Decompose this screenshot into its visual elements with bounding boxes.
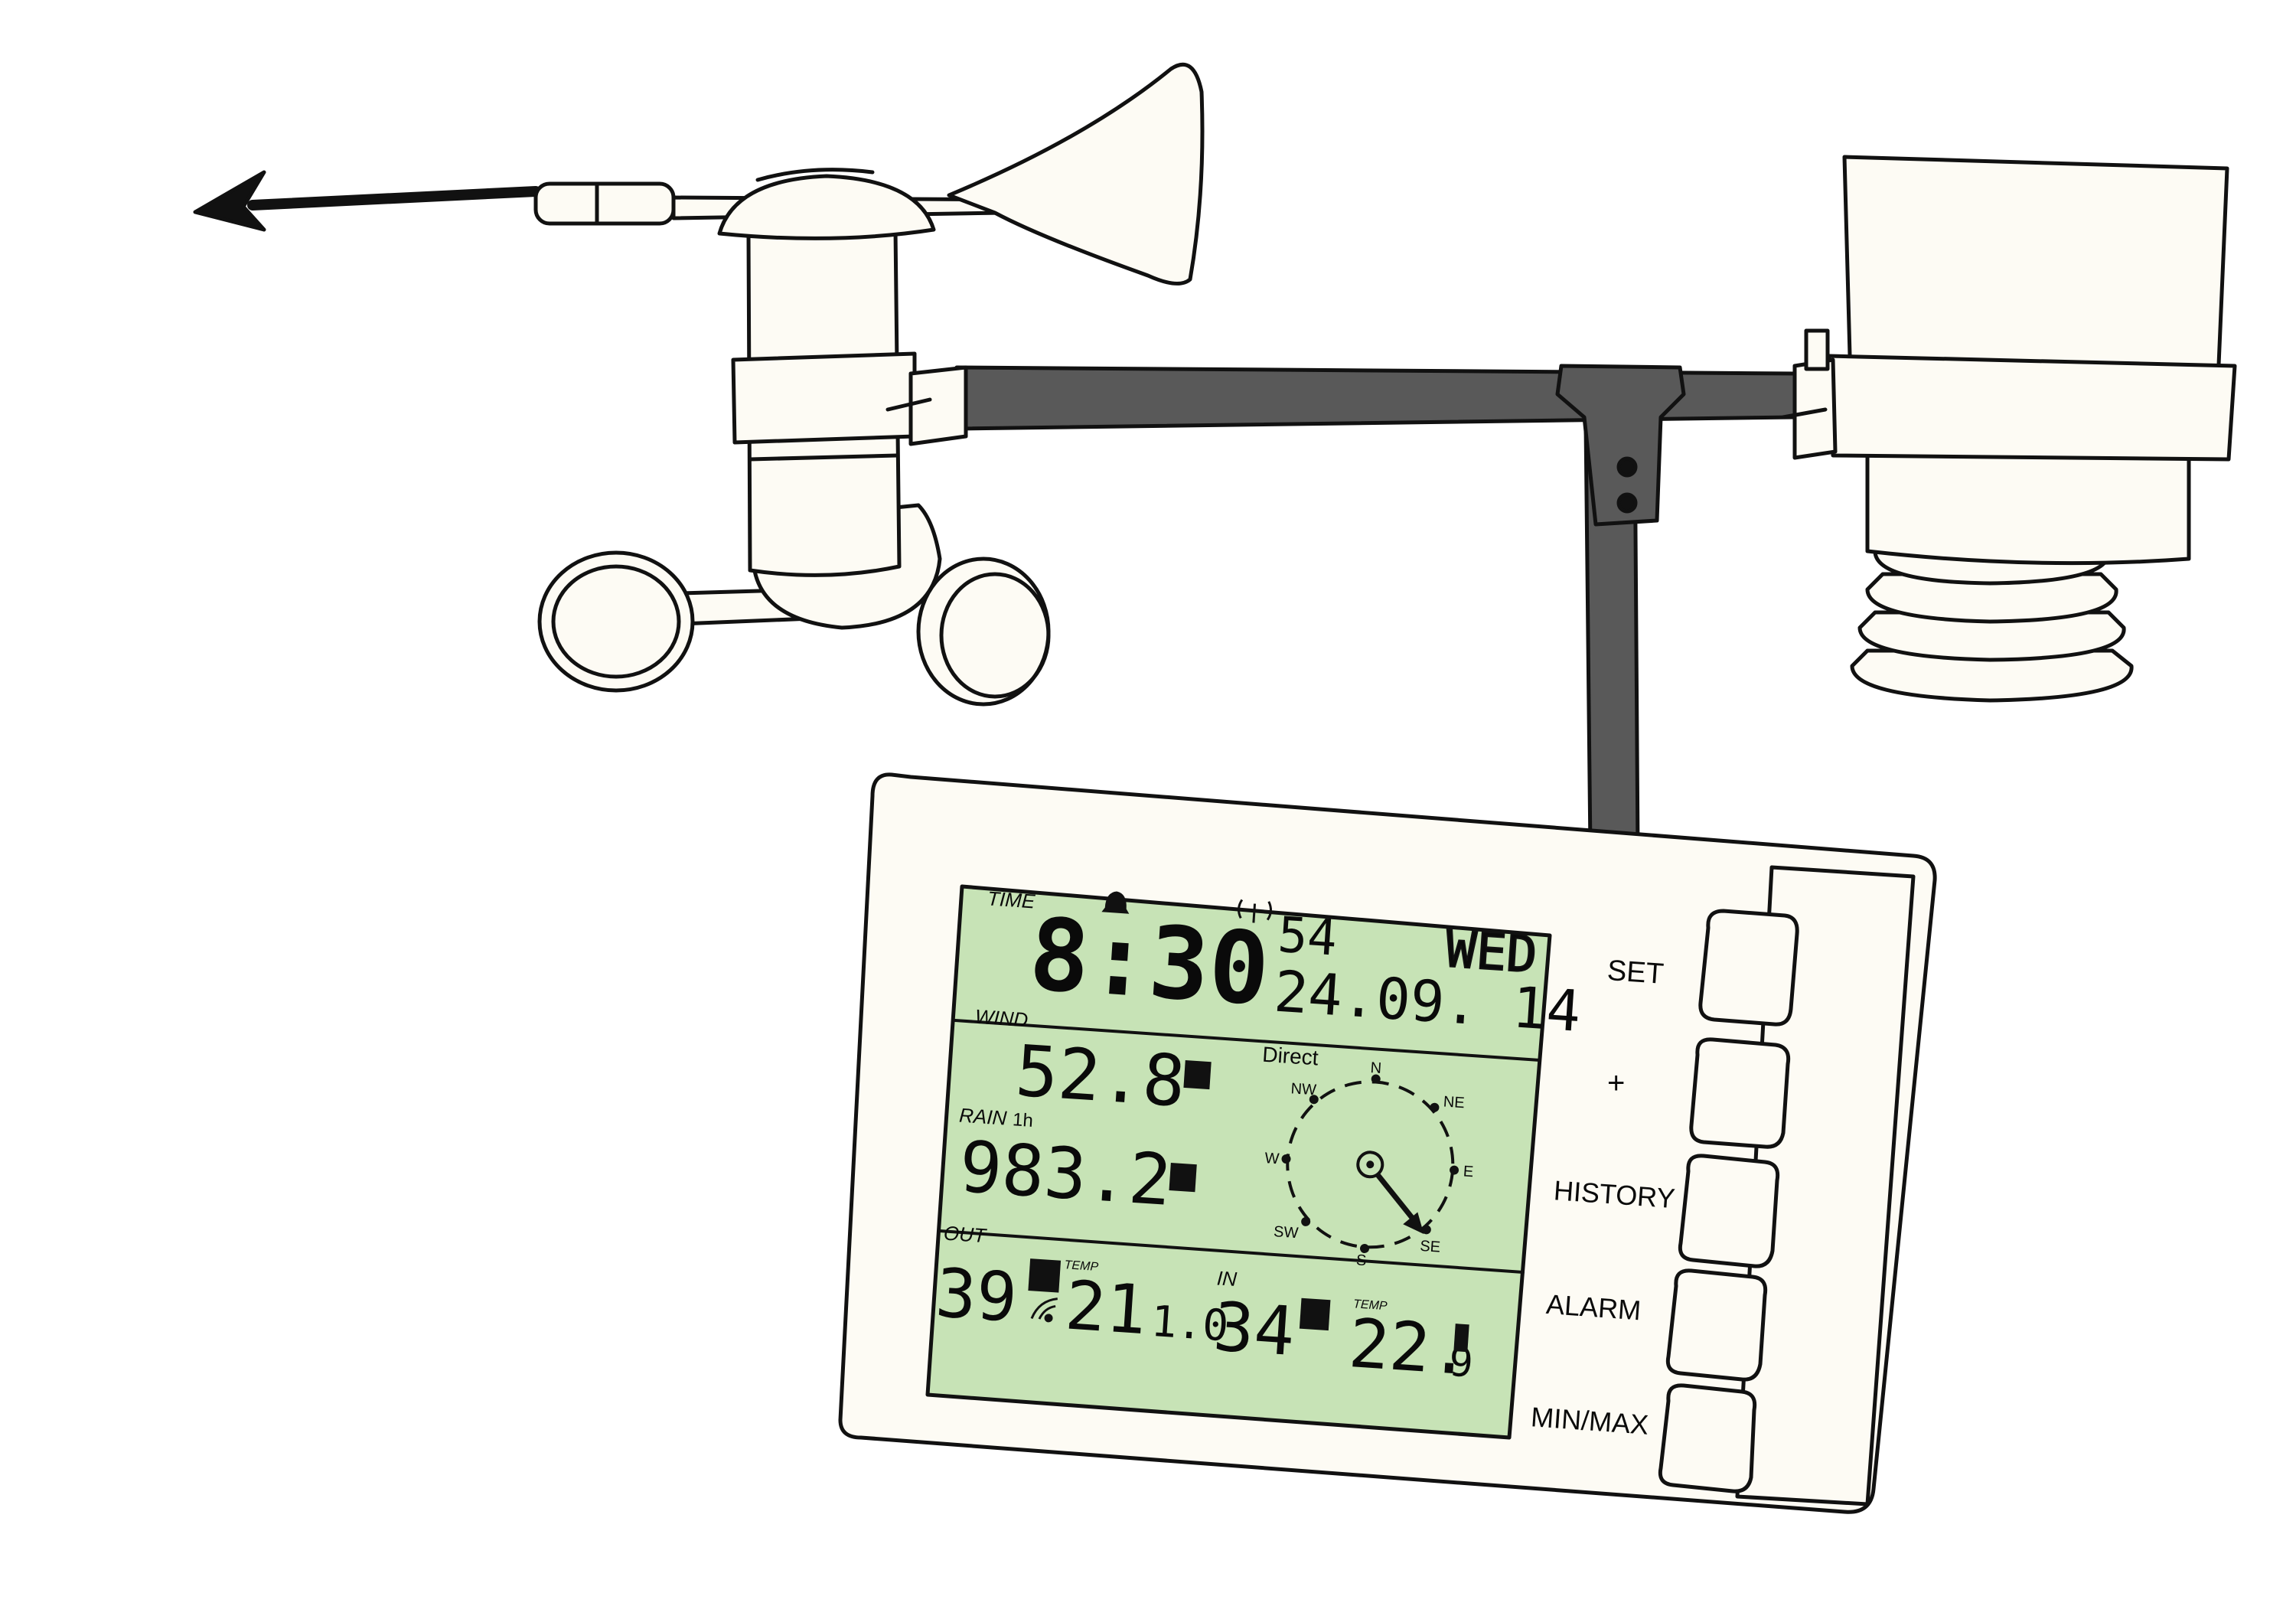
rain-readout: 983.2 xyxy=(957,1126,1173,1222)
in-humidity-readout: 34 xyxy=(1211,1287,1297,1371)
wind-vane-arrow-icon xyxy=(193,62,1205,286)
alarm-bell-icon xyxy=(1101,891,1130,914)
plus-label: + xyxy=(1607,1066,1625,1100)
out-temp-readout: 21 xyxy=(1063,1265,1150,1350)
in-label: IN xyxy=(1216,1266,1238,1291)
out-temp-label: TEMP xyxy=(1064,1258,1099,1274)
compass-ne: NE xyxy=(1443,1093,1465,1111)
compass-sw: SW xyxy=(1273,1223,1299,1242)
alarm-button[interactable] xyxy=(1665,1268,1768,1382)
alarm-label: ALARM xyxy=(1545,1288,1642,1327)
min-max-button[interactable] xyxy=(1658,1383,1757,1493)
t-joint-bracket xyxy=(1555,364,1686,527)
wind-direction-arrow-icon xyxy=(1375,1172,1424,1235)
anemometer-housing xyxy=(537,168,1051,707)
out-temp-decimal: 1.0 xyxy=(1150,1297,1230,1352)
weekday-readout: WED xyxy=(1444,919,1539,984)
wind-speed-readout: 52.8 xyxy=(1013,1030,1188,1122)
seconds-readout: 54 xyxy=(1276,907,1339,968)
set-button[interactable] xyxy=(1698,909,1799,1027)
radio-signal-icon xyxy=(1238,899,1272,923)
direction-label: Direct xyxy=(1262,1043,1319,1070)
rain-label: RAIN xyxy=(958,1104,1007,1130)
wind-label: WIND xyxy=(974,1005,1029,1032)
history-button[interactable] xyxy=(1678,1154,1780,1268)
set-label: SET xyxy=(1606,955,1665,991)
plus-button[interactable] xyxy=(1689,1037,1791,1149)
compass-se: SE xyxy=(1420,1238,1441,1256)
out-label: OUT xyxy=(943,1222,988,1248)
compass-nw: NW xyxy=(1290,1080,1317,1098)
wireless-signal-icon xyxy=(1030,1297,1058,1323)
compass-s: S xyxy=(1355,1252,1367,1269)
wind-compass: N NE E SE S SW W NW xyxy=(1264,1059,1474,1269)
out-humidity-readout: 39 xyxy=(934,1253,1020,1337)
in-temp-readout: 22. xyxy=(1346,1304,1473,1390)
compass-e: E xyxy=(1463,1163,1474,1180)
compass-n: N xyxy=(1370,1059,1382,1077)
lcd-screen xyxy=(925,884,1552,1440)
time-label: TIME xyxy=(987,886,1036,912)
in-temp-label: TEMP xyxy=(1353,1297,1388,1313)
rain-period-label: 1h xyxy=(1012,1109,1033,1131)
rain-gauge-housing xyxy=(1781,155,2237,703)
time-readout: 8:30 xyxy=(1026,896,1273,1027)
compass-w: W xyxy=(1264,1150,1280,1167)
